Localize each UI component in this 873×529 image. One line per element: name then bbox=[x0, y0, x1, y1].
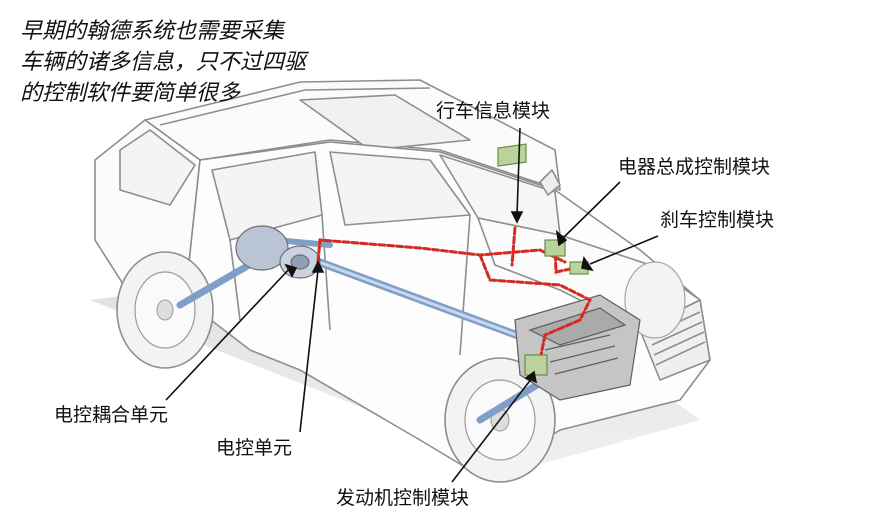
label-brake-control-module: 刹车控制模块 bbox=[660, 209, 775, 231]
label-driving-info-module: 行车信息模块 bbox=[436, 100, 551, 122]
front-right-wheel bbox=[624, 261, 686, 339]
label-electronic-coupling-unit: 电控耦合单元 bbox=[54, 404, 169, 426]
caption-line: 早期的翰德系统也需要采集 bbox=[20, 19, 285, 44]
driving-info-module-box bbox=[497, 143, 527, 167]
label-electrical-assembly-module: 电器总成控制模块 bbox=[618, 156, 771, 178]
front-axle bbox=[476, 376, 549, 424]
label-engine-control-module: 发动机控制模块 bbox=[336, 487, 470, 509]
rear-wheel bbox=[116, 251, 214, 369]
caption: 早期的翰德系统也需要采集 车辆的诸多信息，只不过四驱 的控制软件要简单很多 bbox=[20, 16, 380, 109]
caption-line: 的控制软件要简单很多 bbox=[20, 81, 241, 106]
caption-line: 车辆的诸多信息，只不过四驱 bbox=[20, 50, 307, 75]
engine-control-module-box bbox=[524, 354, 548, 376]
rear-differential bbox=[235, 225, 321, 279]
leader-lines bbox=[165, 127, 659, 483]
wiring-harness bbox=[316, 226, 593, 362]
label-electronic-control-unit: 电控单元 bbox=[216, 437, 293, 459]
